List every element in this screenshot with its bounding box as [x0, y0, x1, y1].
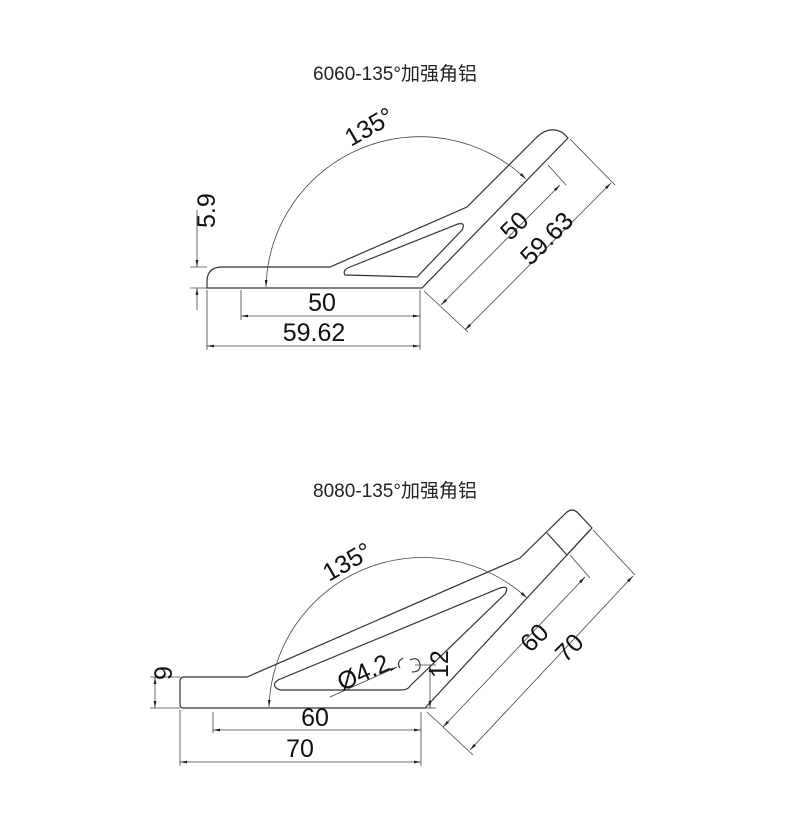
extension-line [547, 164, 567, 186]
angle-arc [267, 557, 528, 708]
hole-height-label: 12 [426, 650, 454, 678]
angle-label: 135° [340, 102, 399, 152]
drawing-title: 8080-135°加强角铝 [313, 480, 477, 502]
leader-line [329, 666, 398, 698]
dimension-line [464, 182, 612, 331]
extension-line [592, 529, 636, 576]
extension-line [426, 711, 474, 756]
extension-line [569, 138, 616, 186]
drawing-title: 6060-135°加强角铝 [313, 63, 477, 85]
profile-outline [179, 509, 593, 709]
angle-arc [264, 136, 527, 288]
horizontal-outer-label: 70 [286, 735, 314, 763]
profile-edge [566, 529, 591, 556]
extension-line [569, 554, 591, 579]
diagonal-inner-label: 60 [515, 618, 554, 657]
thickness-label: 9 [150, 666, 178, 680]
angle-label: 135° [318, 537, 377, 587]
drawing-6060: 6060-135°加强角铝 135° 5.9 50 59.62 50 59.63 [190, 63, 616, 350]
profile-outline [206, 129, 569, 289]
horizontal-outer-label: 59.62 [283, 319, 346, 347]
inner-slot [343, 223, 464, 278]
dimension-line [469, 575, 634, 751]
diagonal-outer-label: 70 [550, 628, 589, 667]
horizontal-inner-label: 50 [308, 289, 336, 317]
thickness-label: 5.9 [193, 193, 221, 228]
drawing-8080: 8080-135°加强角铝 135° 9 12 Ø4.2 60 70 [150, 480, 636, 766]
horizontal-inner-label: 60 [301, 704, 329, 732]
profile-edge [546, 532, 568, 556]
extension-line [423, 290, 469, 333]
